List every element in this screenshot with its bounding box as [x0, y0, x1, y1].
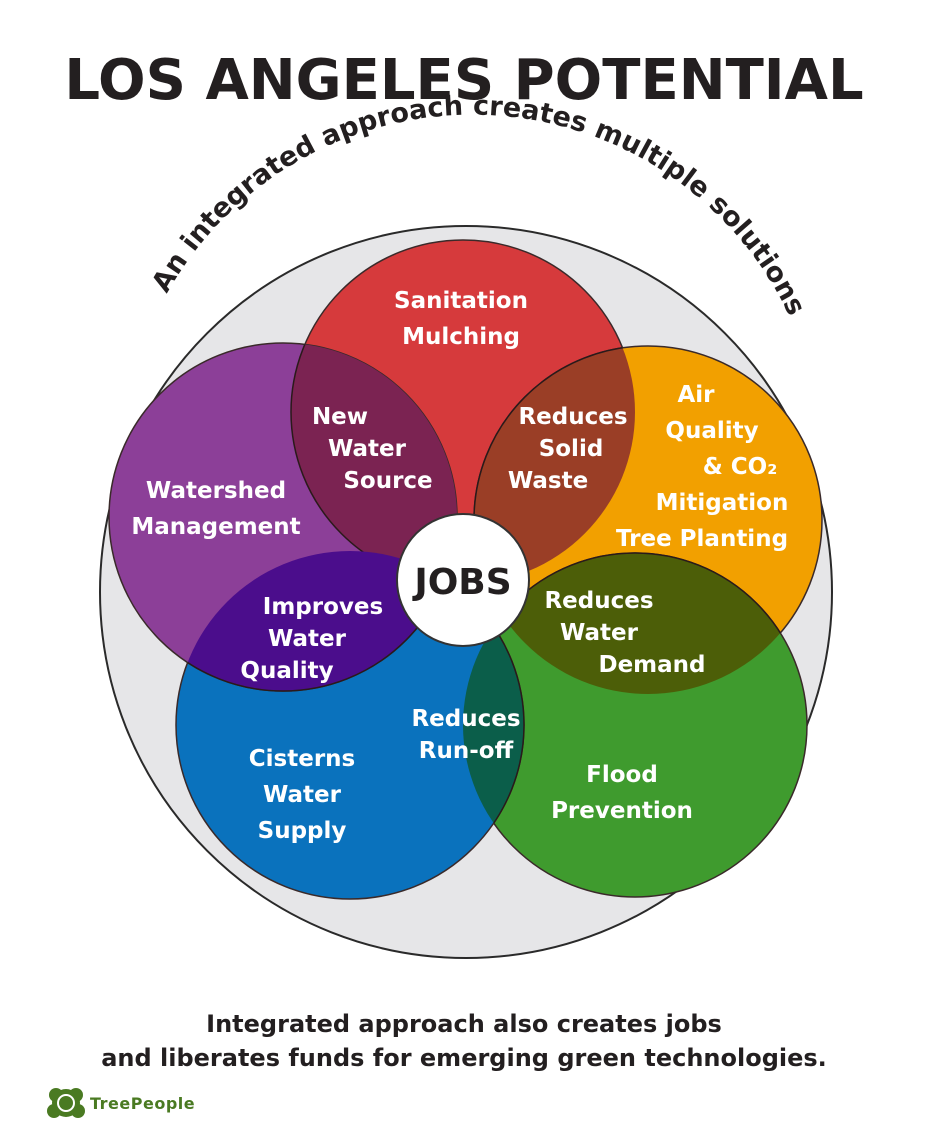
flood-label: Prevention — [551, 798, 693, 824]
air-quality-label: Mitigation — [656, 490, 789, 516]
treepeople-logo: TreePeople — [46, 1085, 195, 1121]
air-quality-label: Tree Planting — [616, 526, 788, 552]
reduces-water-demand-label: Water — [560, 620, 639, 646]
page-title: LOS ANGELES POTENTIAL — [64, 48, 864, 113]
reduces-run-off-overlap — [463, 553, 525, 897]
improves-water-quality-label: Water — [268, 626, 347, 652]
cisterns-label: Water — [263, 782, 342, 808]
air-quality-label: Air — [677, 382, 715, 408]
new-water-source-label: New — [312, 404, 368, 430]
reduces-solid-waste-label: Solid — [539, 436, 604, 462]
air-quality-label: Quality — [665, 418, 758, 444]
air-quality-label: & CO₂ — [703, 454, 778, 480]
logo-text: TreePeople — [90, 1093, 196, 1113]
watershed-label: Watershed — [146, 478, 286, 504]
reduces-water-demand-label: Demand — [598, 652, 705, 678]
footer-line-1: Integrated approach also creates jobs — [206, 1010, 722, 1038]
watershed-label: Management — [131, 514, 300, 540]
reduces-solid-waste-label: Reduces — [518, 404, 627, 430]
new-water-source-label: Source — [343, 468, 432, 494]
reduces-run-off-label: Run-off — [419, 738, 514, 764]
reduces-water-demand-label: Reduces — [544, 588, 653, 614]
sanitation-label: Mulching — [402, 324, 520, 350]
jobs-circle — [396, 513, 530, 647]
cisterns-label: Cisterns — [249, 746, 355, 772]
new-water-source-overlap — [290, 343, 457, 585]
flood-label: Flood — [586, 762, 658, 788]
reduces-solid-waste-label: Waste — [508, 468, 588, 494]
footer-line-2: and liberates funds for emerging green t… — [101, 1044, 827, 1072]
center-label: JOBS — [411, 562, 511, 603]
new-water-source-label: Water — [328, 436, 407, 462]
sanitation-label: Sanitation — [394, 288, 528, 314]
reduces-run-off-label: Reduces — [411, 706, 520, 732]
reduces-water-demand-overlap — [474, 552, 808, 694]
cisterns-label: Supply — [258, 818, 347, 844]
tree-logo-icon — [47, 1088, 85, 1118]
improves-water-quality-label: Improves — [263, 594, 383, 620]
improves-water-quality-label: Quality — [240, 658, 333, 684]
